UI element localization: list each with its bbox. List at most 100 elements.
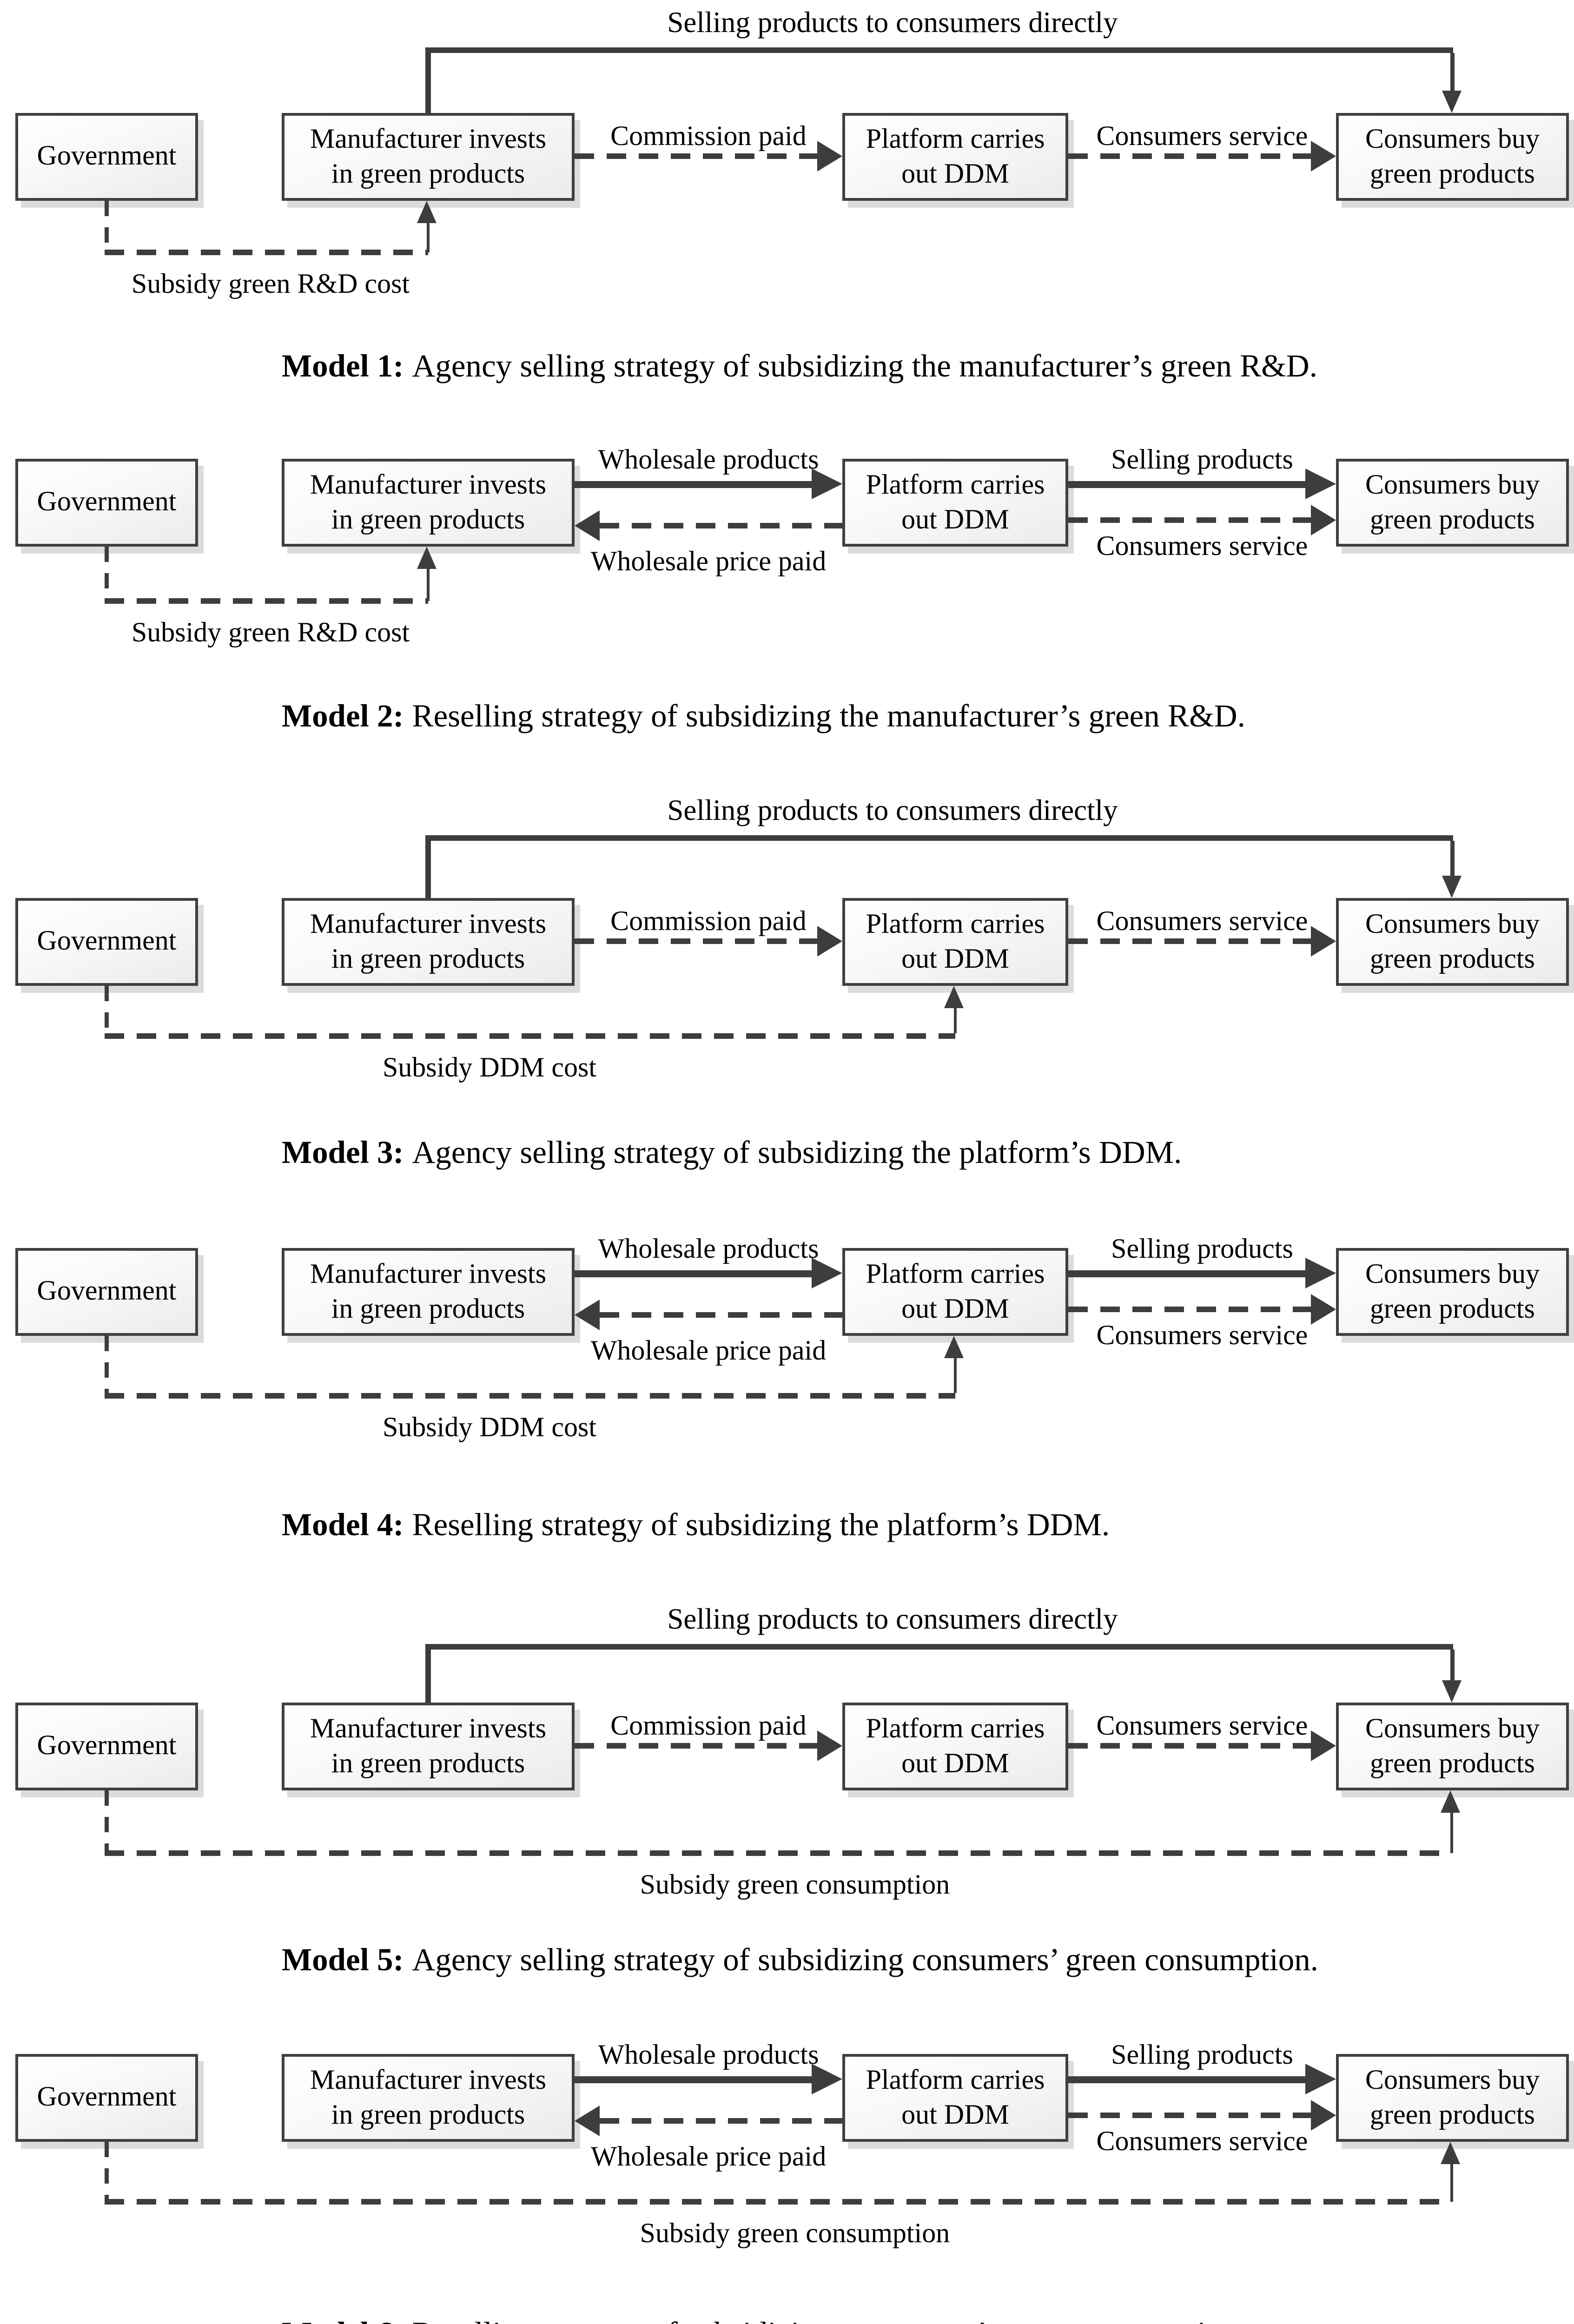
government-box: Government (15, 2054, 198, 2142)
arrowhead-right-icon (817, 1730, 842, 1761)
arrowhead-right-icon (1311, 505, 1336, 535)
wholesale-products-label: Wholesale products (598, 1234, 819, 1265)
subsidy-label: Subsidy green consumption (640, 1870, 950, 1901)
wholesale-price-label: Wholesale price paid (590, 547, 827, 577)
wholesale-price-label: Wholesale price paid (590, 2142, 827, 2172)
subsidy-label: Subsidy green R&D cost (131, 618, 410, 648)
arrowhead-down-icon (1441, 1680, 1461, 1703)
direct-selling-label: Selling products to consumers directly (667, 6, 1118, 39)
subsidy-label: Subsidy green R&D cost (131, 269, 410, 300)
arrowhead-right-icon (817, 141, 842, 172)
subsidy-line-from-government (105, 547, 108, 601)
consumers-service-arrow (1068, 938, 1311, 944)
selling-products-label: Selling products (1111, 2040, 1293, 2071)
direct-selling-line-horizontal (425, 1644, 1453, 1649)
subsidy-line-horizontal (105, 1033, 955, 1039)
direct-selling-line-horizontal (425, 47, 1453, 53)
direct-selling-line-left (425, 1644, 430, 1703)
model-caption: Model 1:Agency selling strategy of subsi… (282, 349, 1318, 383)
model-caption: Model 2:Reselling strategy of subsidizin… (282, 699, 1245, 733)
direct-selling-line-right (1450, 840, 1454, 876)
arrowhead-up-icon (1441, 1790, 1460, 1813)
subsidy-line-vertical (426, 220, 430, 252)
arrowhead-right-icon (1311, 2100, 1336, 2131)
government-box: Government (15, 1248, 198, 1336)
arrowhead-down-icon (1441, 876, 1461, 898)
commission-paid-arrow (575, 153, 817, 159)
direct-selling-line-right (1450, 1649, 1454, 1680)
commission-paid-label: Commission paid (610, 121, 807, 152)
arrowhead-up-icon (944, 986, 964, 1008)
direct-selling-line-horizontal (425, 835, 1453, 840)
government-box: Government (15, 459, 198, 547)
consumers-service-label: Consumers service (1096, 1320, 1308, 1351)
arrowhead-right-icon (1305, 1258, 1336, 1288)
selling-products-arrow (1068, 480, 1305, 488)
wholesale-price-arrow (600, 2118, 842, 2124)
direct-selling-label: Selling products to consumers directly (667, 793, 1118, 827)
arrowhead-right-icon (812, 2064, 842, 2094)
arrowhead-right-icon (1311, 1294, 1336, 1325)
arrowhead-up-icon (1441, 2142, 1460, 2164)
arrowhead-right-icon (812, 1258, 842, 1288)
direct-selling-line-left (425, 835, 430, 898)
arrowhead-up-icon (417, 201, 436, 223)
subsidy-label: Subsidy DDM cost (382, 1413, 597, 1443)
subsidy-line-horizontal (105, 1393, 955, 1399)
subsidy-line-vertical (426, 566, 430, 601)
consumers-service-label: Consumers service (1096, 1711, 1308, 1742)
arrowhead-right-icon (812, 469, 842, 499)
subsidy-line-horizontal (105, 2199, 1452, 2205)
subsidy-line-vertical (953, 1355, 957, 1393)
direct-selling-line-right (1450, 52, 1454, 91)
arrowhead-right-icon (1305, 469, 1336, 499)
direct-selling-label: Selling products to consumers directly (667, 1602, 1118, 1636)
model-caption: Model 6:Reselling strategy of subsidizin… (282, 2315, 1246, 2324)
subsidy-line-vertical (1449, 2161, 1453, 2202)
government-box: Government (15, 898, 198, 986)
arrowhead-right-icon (1311, 1730, 1336, 1761)
arrowhead-up-icon (417, 547, 436, 569)
subsidy-line-from-government (105, 201, 108, 252)
subsidy-line-horizontal (105, 1850, 1452, 1856)
subsidy-line-from-government (105, 2142, 108, 2202)
selling-products-label: Selling products (1111, 1234, 1293, 1265)
wholesale-price-label: Wholesale price paid (590, 1336, 827, 1367)
arrowhead-right-icon (1311, 141, 1336, 172)
commission-paid-label: Commission paid (610, 1711, 807, 1742)
subsidy-line-from-government (105, 1336, 108, 1396)
subsidy-line-horizontal (105, 598, 428, 604)
arrowhead-left-icon (575, 2106, 600, 2136)
selling-products-arrow (1068, 2075, 1305, 2083)
arrowhead-right-icon (1305, 2064, 1336, 2094)
selling-products-arrow (1068, 1269, 1305, 1277)
wholesale-products-label: Wholesale products (598, 2040, 819, 2071)
consumers-service-label: Consumers service (1096, 121, 1308, 152)
wholesale-products-label: Wholesale products (598, 445, 819, 475)
commission-paid-arrow (575, 1743, 817, 1749)
consumers-service-label: Consumers service (1096, 906, 1308, 937)
model-caption: Model 3:Agency selling strategy of subsi… (282, 1135, 1182, 1170)
arrowhead-right-icon (1311, 926, 1336, 957)
consumers-service-arrow (1068, 1306, 1311, 1313)
arrowhead-left-icon (575, 1300, 600, 1330)
consumers-service-label: Consumers service (1096, 531, 1308, 562)
wholesale-price-arrow (600, 1312, 842, 1318)
consumers-service-arrow (1068, 2112, 1311, 2119)
subsidy-line-from-government (105, 1790, 108, 1853)
subsidy-line-vertical (1449, 1810, 1453, 1853)
